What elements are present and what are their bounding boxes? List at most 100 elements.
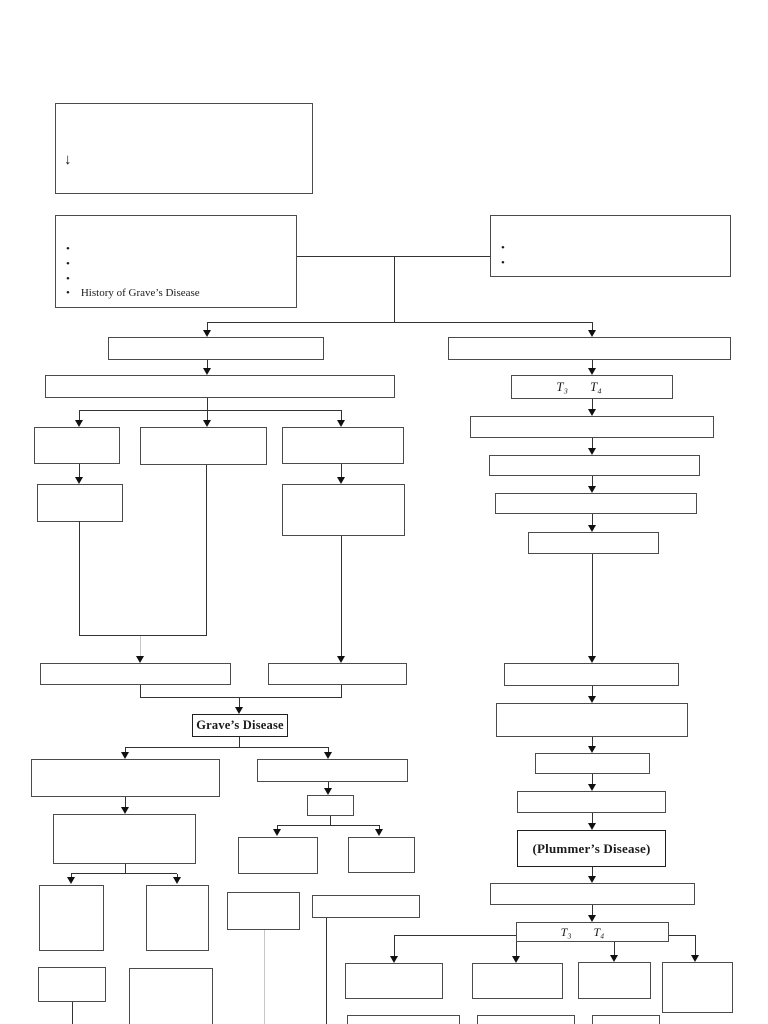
graves-disease-box: Grave’s Disease: [192, 714, 288, 737]
merge-box-right: [268, 663, 407, 685]
plummers-disease-box: (Plummer’s Disease): [517, 830, 666, 867]
connector: [277, 826, 279, 830]
t4-label: T₄: [593, 924, 605, 939]
connector: [79, 635, 207, 637]
arrow-down-icon: [374, 829, 383, 836]
option-box-2: [140, 427, 267, 465]
arrow-down-icon: [66, 877, 75, 884]
connector: [592, 737, 594, 747]
arrow-down-icon: [587, 784, 596, 791]
arrow-down-icon: [587, 656, 596, 663]
t3-label: T₃: [560, 924, 572, 939]
connector: [330, 816, 332, 826]
connector: [669, 935, 696, 937]
result-box-2: [472, 963, 563, 999]
arrow-down-icon: [587, 876, 596, 883]
bottom-left-box-2: [129, 968, 213, 1024]
arrow-down-icon: [172, 877, 181, 884]
connector: [394, 935, 396, 956]
gd-left-leaf-2: [146, 885, 209, 951]
right-chain-box-8: [517, 791, 666, 813]
connector: [79, 464, 81, 478]
arrow-down-icon: [120, 752, 129, 759]
connector: [277, 825, 380, 827]
bottom-left-box-1: [38, 967, 106, 1002]
connector: [125, 797, 127, 808]
arrow-down-icon: [587, 823, 596, 830]
connector: [592, 438, 594, 449]
right-chain-box-3: [495, 493, 697, 514]
arrow-down-icon: [609, 955, 618, 962]
list-item: •: [501, 241, 724, 256]
arrow-down-icon: [74, 477, 83, 484]
connector: [297, 256, 490, 258]
arrow-down-icon: [587, 448, 596, 455]
result-sub-box-1: [347, 1015, 460, 1024]
arrow-down-icon: [587, 696, 596, 703]
list-item: •: [501, 256, 724, 271]
connector: [207, 398, 209, 411]
connector: [239, 737, 241, 748]
bullet-icon: •: [66, 243, 70, 255]
merge-box-left: [40, 663, 231, 685]
bullet-icon: •: [501, 242, 505, 254]
float-box-1: [227, 892, 300, 930]
arrow-down-icon: [587, 525, 596, 532]
connector: [177, 874, 179, 878]
branch-header-right: [448, 337, 731, 360]
connector: [341, 410, 343, 420]
connector: [207, 322, 593, 324]
connector: [72, 1002, 74, 1024]
arrow-down-icon: [202, 420, 211, 427]
connector: [592, 399, 594, 410]
t3-label: T₃: [556, 379, 568, 394]
bullet-icon: •: [66, 272, 70, 285]
connector: [140, 685, 142, 698]
arrow-down-icon: [587, 486, 596, 493]
result-box-3: [578, 962, 651, 999]
connector: [79, 410, 342, 412]
right-chain-box-7: [535, 753, 650, 774]
connector: [125, 864, 127, 874]
findings-list-box-left: • • • •History of Grave’s Disease: [55, 215, 297, 308]
arrow-down-icon: [587, 330, 596, 337]
connector: [592, 686, 594, 697]
connector: [695, 935, 697, 956]
arrow-down-icon: [690, 955, 699, 962]
result-box-4: [662, 962, 733, 1013]
t3-t4-box-upper: T₃ T₄: [511, 375, 673, 399]
connector: [379, 826, 381, 830]
arrow-down-icon: [336, 656, 345, 663]
connector-light: [264, 930, 266, 1024]
arrow-down-icon: [202, 368, 211, 375]
connector: [592, 905, 594, 916]
connector: [125, 748, 127, 754]
connector: [239, 698, 241, 708]
list-item: •: [66, 257, 290, 272]
graves-disease-label: Grave’s Disease: [196, 718, 284, 732]
option-sub-box-3: [282, 484, 405, 536]
connector: [207, 410, 209, 420]
note-box-top: ↓: [55, 103, 313, 194]
bullet-icon: •: [66, 257, 70, 270]
result-sub-box-2: [477, 1015, 575, 1024]
connector: [592, 554, 594, 656]
connector: [592, 322, 594, 331]
connector: [328, 748, 330, 754]
connector: [326, 918, 328, 1024]
arrow-down-icon: [202, 330, 211, 337]
findings-list-box-right: • •: [490, 215, 731, 277]
arrow-down-icon: [234, 707, 243, 714]
gd-branch-left: [31, 759, 220, 797]
arrow-down-icon: [511, 956, 520, 963]
down-arrow-icon: ↓: [64, 152, 72, 168]
right-chain-box-4: [528, 532, 659, 554]
connector: [592, 867, 594, 877]
result-box-1: [345, 963, 443, 999]
gd-left-leaf-1: [39, 885, 104, 951]
result-sub-box-3: [592, 1015, 660, 1024]
gd-left-sub-box: [53, 814, 196, 864]
connector-light: [140, 636, 142, 656]
arrow-down-icon: [74, 420, 83, 427]
connector: [592, 774, 594, 785]
